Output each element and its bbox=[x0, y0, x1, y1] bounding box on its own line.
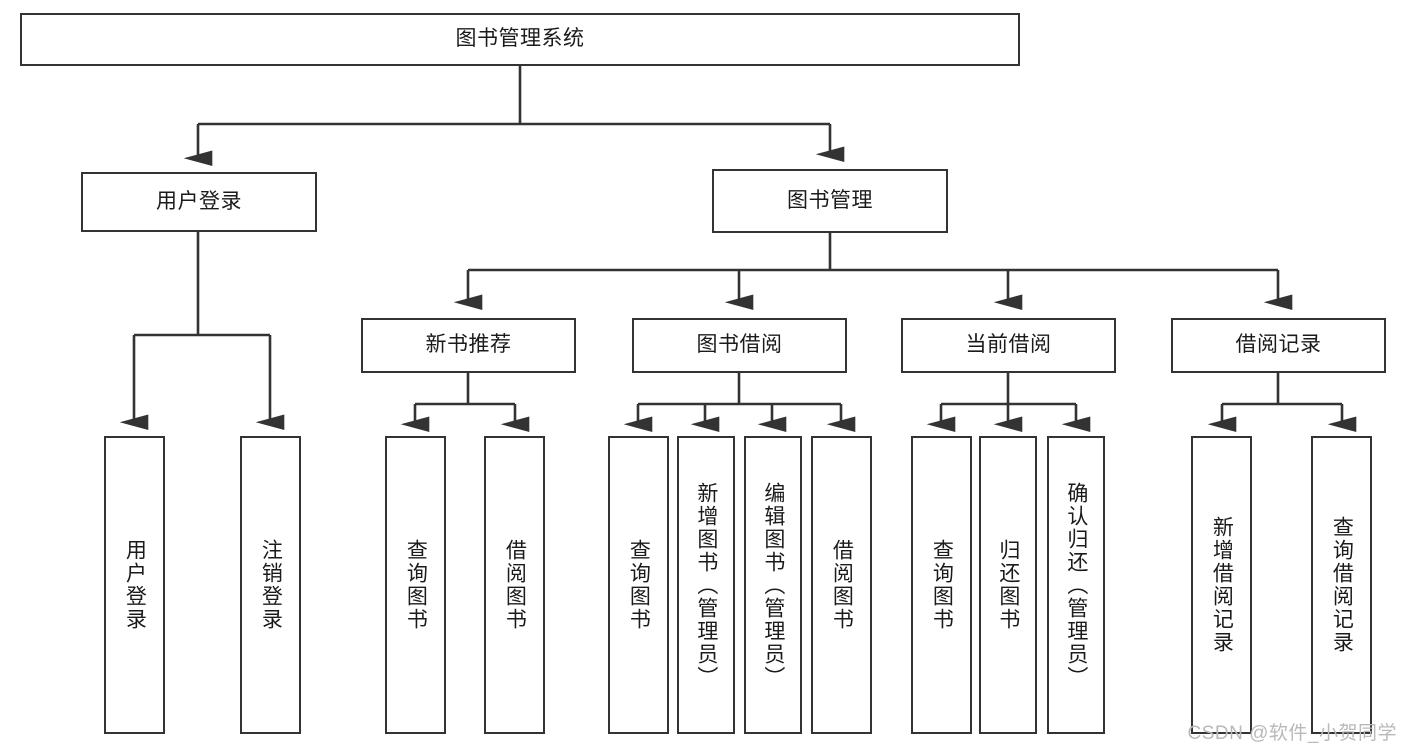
node-book-manage[interactable]: 图书管理 bbox=[712, 169, 948, 233]
node-leaf-add-record-label: 新增借阅记录 bbox=[1210, 516, 1234, 654]
node-current-borrow[interactable]: 当前借阅 bbox=[901, 318, 1116, 373]
node-leaf-user-login[interactable]: 用户登录 bbox=[104, 436, 165, 734]
node-leaf-add-book[interactable]: 新增图书（管理员） bbox=[677, 436, 735, 734]
node-leaf-query-book-1[interactable]: 查询图书 bbox=[385, 436, 446, 734]
node-leaf-query-book-2-label: 查询图书 bbox=[627, 539, 651, 631]
node-leaf-borrow-book-2-label: 借阅图书 bbox=[830, 539, 854, 631]
node-leaf-query-record[interactable]: 查询借阅记录 bbox=[1311, 436, 1372, 734]
node-leaf-query-book-1-label: 查询图书 bbox=[404, 539, 428, 631]
node-leaf-user-login-label: 用户登录 bbox=[123, 539, 147, 631]
node-user-login-label: 用户登录 bbox=[156, 189, 242, 213]
node-leaf-query-record-label: 查询借阅记录 bbox=[1330, 516, 1354, 654]
node-leaf-query-book-3[interactable]: 查询图书 bbox=[911, 436, 972, 734]
node-book-borrow-label: 图书借阅 bbox=[696, 333, 783, 357]
node-leaf-query-book-3-label: 查询图书 bbox=[930, 539, 954, 631]
node-new-book-recommend[interactable]: 新书推荐 bbox=[361, 318, 576, 373]
node-book-manage-label: 图书管理 bbox=[787, 188, 873, 212]
node-book-borrow[interactable]: 图书借阅 bbox=[632, 318, 847, 373]
node-leaf-confirm-return[interactable]: 确认归还（管理员） bbox=[1047, 436, 1105, 734]
node-borrow-record[interactable]: 借阅记录 bbox=[1171, 318, 1386, 373]
node-user-login[interactable]: 用户登录 bbox=[81, 172, 317, 232]
node-leaf-return-book[interactable]: 归还图书 bbox=[979, 436, 1037, 734]
csdn-watermark: CSDN @软件_小贺同学 bbox=[1187, 723, 1397, 744]
node-new-book-recommend-label: 新书推荐 bbox=[425, 333, 512, 357]
node-root[interactable]: 图书管理系统 bbox=[20, 13, 1020, 66]
node-leaf-return-book-label: 归还图书 bbox=[996, 539, 1020, 631]
node-leaf-confirm-return-label: 确认归还（管理员） bbox=[1064, 481, 1088, 689]
node-leaf-add-record[interactable]: 新增借阅记录 bbox=[1191, 436, 1252, 734]
node-leaf-borrow-book-1-label: 借阅图书 bbox=[503, 539, 527, 631]
node-leaf-edit-book-label: 编辑图书（管理员） bbox=[761, 481, 785, 689]
node-current-borrow-label: 当前借阅 bbox=[965, 333, 1052, 357]
node-leaf-edit-book[interactable]: 编辑图书（管理员） bbox=[744, 436, 802, 734]
node-leaf-add-book-label: 新增图书（管理员） bbox=[694, 481, 718, 689]
node-leaf-query-book-2[interactable]: 查询图书 bbox=[608, 436, 669, 734]
node-leaf-logout[interactable]: 注销登录 bbox=[240, 436, 301, 734]
node-leaf-logout-label: 注销登录 bbox=[259, 539, 283, 631]
node-leaf-borrow-book-1[interactable]: 借阅图书 bbox=[484, 436, 545, 734]
node-borrow-record-label: 借阅记录 bbox=[1235, 333, 1322, 357]
node-root-label: 图书管理系统 bbox=[455, 27, 585, 51]
node-leaf-borrow-book-2[interactable]: 借阅图书 bbox=[811, 436, 872, 734]
